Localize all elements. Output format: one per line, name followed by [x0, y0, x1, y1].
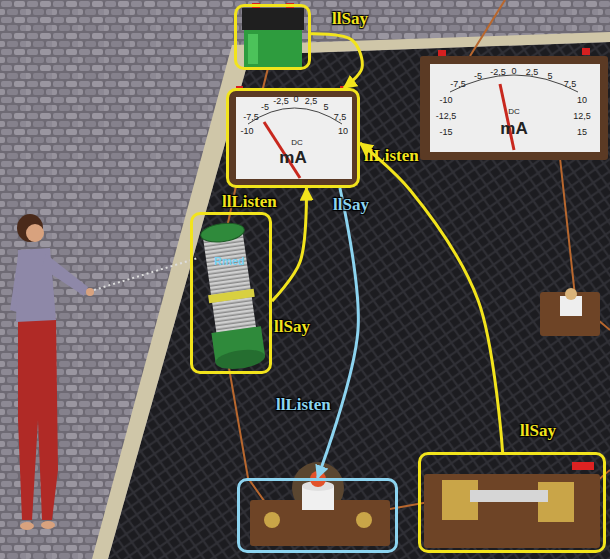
message-arrow — [318, 188, 359, 478]
scale-number: 2,5 — [526, 68, 539, 77]
coil-cap — [214, 347, 266, 372]
coil-cap — [199, 221, 245, 245]
rubber-mat — [108, 42, 610, 559]
lamp-bulb — [565, 288, 577, 300]
wire — [470, 0, 505, 56]
lamp — [540, 288, 600, 336]
dial-scale — [450, 75, 578, 92]
avatar-face — [26, 224, 44, 242]
scale-number: 7,5 — [564, 80, 577, 89]
scale-number: 5 — [547, 72, 552, 81]
wire — [228, 362, 272, 512]
scale-number: -15 — [439, 128, 452, 137]
script-call: llListen — [364, 147, 419, 164]
scale-number: -2,5 — [273, 97, 289, 106]
battery-highlight — [248, 34, 258, 64]
lamp-outline: llListen — [237, 478, 398, 553]
ammeter-dial — [236, 97, 352, 179]
avatar-pants — [18, 318, 58, 520]
script-call: llSay — [332, 10, 368, 27]
coil-band — [208, 289, 255, 303]
scale-number: 2,5 — [305, 97, 318, 106]
dial-unit: DC — [508, 108, 520, 116]
script-call: llListen — [276, 396, 331, 413]
scale-number: 15 — [577, 128, 587, 137]
wires — [226, 0, 610, 514]
ammeter — [229, 86, 358, 186]
scale-number: 0 — [511, 67, 516, 76]
script-call: llSay — [333, 196, 369, 213]
dial-unit: mA — [279, 149, 306, 166]
ammeter-terminal — [438, 50, 446, 57]
switch-handle — [572, 462, 594, 470]
message-arrow — [272, 188, 306, 301]
lamp — [250, 462, 390, 546]
battery — [242, 3, 304, 68]
scale-number: 10 — [577, 96, 587, 105]
coil-outline: Rmed — [190, 212, 272, 374]
script-call: llSay — [274, 318, 310, 335]
battery-outline — [234, 4, 311, 70]
connectors — [272, 34, 503, 478]
switch-outline — [418, 452, 606, 553]
object-name: Rmed — [214, 256, 245, 267]
scale-number: -12,5 — [436, 112, 457, 121]
coil — [197, 220, 267, 372]
scale-number: -5 — [474, 72, 482, 81]
ammeter-outline: -7,5-5-2,502,557,5-1010DCmAllListenllLis… — [226, 88, 360, 188]
curb — [92, 32, 610, 559]
switch-lever — [470, 490, 548, 502]
battery-top — [242, 8, 304, 30]
battery-body — [244, 30, 302, 68]
scale-number: -10 — [439, 96, 452, 105]
switch-base — [424, 474, 600, 548]
scale-number: 7,5 — [334, 113, 347, 122]
scale-number: -10 — [240, 127, 253, 136]
ammeter-dial — [430, 64, 600, 152]
lamp-terminal — [356, 512, 372, 528]
dial-unit: mA — [500, 120, 527, 137]
ammeter-needle — [500, 84, 514, 150]
ammeter-frame — [420, 56, 608, 160]
scale-number: 10 — [338, 127, 348, 136]
scale-number: -7,5 — [243, 113, 259, 122]
ammeter-terminal — [582, 48, 590, 55]
avatar-hair — [17, 214, 43, 242]
dial-unit: DC — [291, 139, 303, 147]
scale-number: -5 — [261, 103, 269, 112]
ammeter — [420, 48, 608, 160]
avatar-arm — [42, 254, 88, 296]
wire — [560, 158, 575, 296]
switch — [424, 462, 600, 548]
avatar-foot — [20, 522, 34, 530]
scale-number: 0 — [293, 95, 298, 104]
pointer-beam — [94, 258, 198, 290]
script-call: llSay — [520, 422, 556, 439]
avatar — [10, 214, 198, 530]
scale-number: -7,5 — [450, 80, 466, 89]
lamp-terminal — [264, 512, 280, 528]
ammeter-frame — [229, 91, 358, 186]
scale-number: -2,5 — [490, 68, 506, 77]
scale-number: 5 — [323, 103, 328, 112]
message-arrow — [360, 143, 503, 452]
avatar-foot — [41, 521, 55, 529]
avatar-hand — [86, 288, 94, 296]
message-arrow — [311, 34, 362, 88]
scale-number: 12,5 — [573, 112, 591, 121]
script-call: llListen — [222, 193, 277, 210]
